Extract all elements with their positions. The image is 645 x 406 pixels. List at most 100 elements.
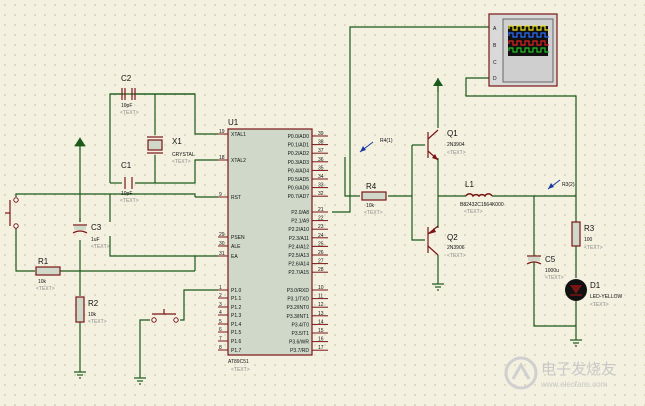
u1-pin-name: RST bbox=[231, 195, 241, 201]
probe-r3[interactable]: R3(2) bbox=[547, 179, 575, 190]
watermark-text: 电子发烧友 bbox=[541, 361, 616, 378]
u1-pin-number: 11 bbox=[318, 294, 323, 300]
u1-pin-name: P2.0/A8 bbox=[291, 210, 309, 216]
u1-pin-number: 30 bbox=[219, 241, 225, 247]
u1-pin-number: 36 bbox=[318, 157, 324, 163]
c1-capacitor[interactable]: C1 10pF <TEXT> bbox=[120, 161, 139, 204]
u1-pin-name: P1.6 bbox=[231, 339, 242, 345]
u1-pin-name: P1.3 bbox=[231, 313, 242, 319]
u1-pin-number: 19 bbox=[219, 129, 225, 135]
u1-pin-number: 23 bbox=[318, 224, 324, 230]
u1-pin-number: 26 bbox=[318, 250, 324, 256]
u1-pin-number: 39 bbox=[318, 131, 324, 137]
u1-ref: U1 bbox=[228, 118, 239, 127]
scope-trace-line bbox=[508, 25, 549, 31]
u1-pin-name: P0.5/AD5 bbox=[288, 177, 310, 183]
u1-pin-name: ALE bbox=[231, 244, 241, 250]
u1-pin-number: 14 bbox=[318, 319, 324, 325]
u1-pin-name: P3.4/T0 bbox=[291, 322, 309, 328]
reset-button[interactable] bbox=[5, 197, 19, 229]
r4-value: 10k bbox=[366, 203, 375, 209]
u1-pin-name: P1.7 bbox=[231, 348, 242, 354]
q2-value: 2N3906 bbox=[447, 245, 465, 251]
u1-pin-name: P3.7/RD bbox=[290, 348, 309, 354]
u1-pin-number: 18 bbox=[219, 155, 225, 161]
u1-pin-number: 9 bbox=[219, 192, 222, 198]
c1-value: 10pF bbox=[121, 191, 132, 197]
r2-resistor[interactable]: R2 10k <TEXT> bbox=[75, 296, 107, 325]
u1-pin-name: EA bbox=[231, 254, 238, 260]
r3-resistor[interactable]: R3 100 <TEXT> bbox=[571, 221, 603, 251]
c3-ref: C3 bbox=[91, 223, 102, 232]
c5-ref: C5 bbox=[545, 255, 556, 264]
r4-ref: R4 bbox=[366, 182, 377, 191]
r4-resistor[interactable]: R4 10k <TEXT> bbox=[361, 182, 387, 216]
d1-text: <TEXT> bbox=[590, 302, 609, 308]
u1-pin-number: 8 bbox=[219, 345, 222, 351]
u1-pin-name: P2.4/A12 bbox=[288, 244, 309, 250]
probe-r4[interactable]: R4(1) bbox=[359, 138, 393, 153]
u1-pin-name: P3.1/TXD bbox=[287, 297, 309, 303]
x1-crystal[interactable]: X1 CRYSTAL <TEXT> bbox=[147, 136, 195, 165]
u1-text: <TEXT> bbox=[231, 367, 250, 373]
c1-ref: C1 bbox=[121, 161, 132, 170]
u1-pin-name: P3.6/WR bbox=[289, 340, 309, 346]
q1-ref: Q1 bbox=[447, 129, 458, 138]
u1-pin-number: 16 bbox=[318, 337, 324, 343]
p1-button[interactable] bbox=[151, 309, 179, 323]
u1-chip[interactable]: U1 AT89C51 <TEXT> XTAL119XTAL218RST9PSEN… bbox=[218, 118, 328, 373]
u1-pin-number: 27 bbox=[318, 259, 324, 265]
d1-ref: D1 bbox=[590, 281, 601, 290]
l1-value: B82432C1564K000 bbox=[460, 202, 504, 208]
c5-capacitor[interactable]: C5 1000u <TEXT> bbox=[526, 252, 564, 281]
u1-pin-number: 24 bbox=[318, 233, 324, 239]
u1-pin-number: 3 bbox=[219, 302, 222, 308]
u1-pin-number: 22 bbox=[318, 216, 324, 222]
watermark-logo-icon bbox=[504, 356, 538, 390]
u1-pin-name: P0.0/AD0 bbox=[288, 134, 310, 140]
u1-pin-name: P1.5 bbox=[231, 330, 242, 336]
u1-pin-number: 6 bbox=[219, 327, 222, 333]
u1-pin-number: 31 bbox=[219, 251, 225, 257]
u1-pin-number: 34 bbox=[318, 174, 324, 180]
c3-capacitor[interactable]: C3 1uF <TEXT> bbox=[72, 223, 110, 250]
c1-text: <TEXT> bbox=[120, 198, 139, 204]
x1-ref: X1 bbox=[172, 137, 182, 146]
u1-pin-number: 28 bbox=[318, 267, 324, 273]
probe-r4-label: R4(1) bbox=[380, 138, 393, 144]
r2-ref: R2 bbox=[88, 299, 99, 308]
u1-pin-number: 5 bbox=[219, 319, 222, 325]
u1-pin-name: XTAL2 bbox=[231, 158, 246, 164]
u1-pin-name: P1.2 bbox=[231, 305, 242, 311]
r3-value: 100 bbox=[584, 237, 593, 243]
c2-capacitor[interactable]: C2 10pF <TEXT> bbox=[120, 74, 139, 116]
u1-pin-number: 15 bbox=[318, 328, 324, 334]
q1-transistor[interactable]: Q1 2N3904 <TEXT> bbox=[427, 129, 466, 161]
oscilloscope[interactable]: A B C D bbox=[488, 13, 558, 87]
u1-pin-number: 38 bbox=[318, 140, 324, 146]
q1-text: <TEXT> bbox=[447, 150, 466, 156]
u1-pin-name: P1.0 bbox=[231, 288, 242, 294]
u1-pin-number: 32 bbox=[318, 191, 324, 197]
wires bbox=[15, 26, 577, 378]
r1-resistor[interactable]: R1 10k <TEXT> bbox=[35, 257, 61, 292]
r2-text: <TEXT> bbox=[88, 319, 107, 325]
c2-value: 10pF bbox=[121, 103, 132, 109]
u1-pin-name: P2.7/A15 bbox=[288, 270, 309, 276]
d1-led[interactable]: D1 LED-YELLOW <TEXT> bbox=[565, 279, 623, 308]
x1-text: <TEXT> bbox=[172, 159, 191, 165]
c2-ref: C2 bbox=[121, 74, 132, 83]
u1-pin-name: P0.3/AD3 bbox=[288, 160, 310, 166]
q2-transistor[interactable]: Q2 2N3906 <TEXT> bbox=[427, 225, 466, 259]
x1-value: CRYSTAL bbox=[172, 152, 195, 158]
u1-pin-name: P3.0/RXD bbox=[287, 288, 310, 294]
c5-text: <TEXT> bbox=[545, 275, 564, 281]
u1-pin-number: 17 bbox=[318, 345, 324, 351]
scope-channel-d: D bbox=[493, 76, 497, 82]
l1-inductor[interactable]: L1 B82432C1564K000 <TEXT> bbox=[460, 180, 504, 215]
q2-ref: Q2 bbox=[447, 233, 458, 242]
u1-pin-name: P3.3/INT1 bbox=[286, 314, 309, 320]
d1-value: LED-YELLOW bbox=[590, 294, 623, 300]
